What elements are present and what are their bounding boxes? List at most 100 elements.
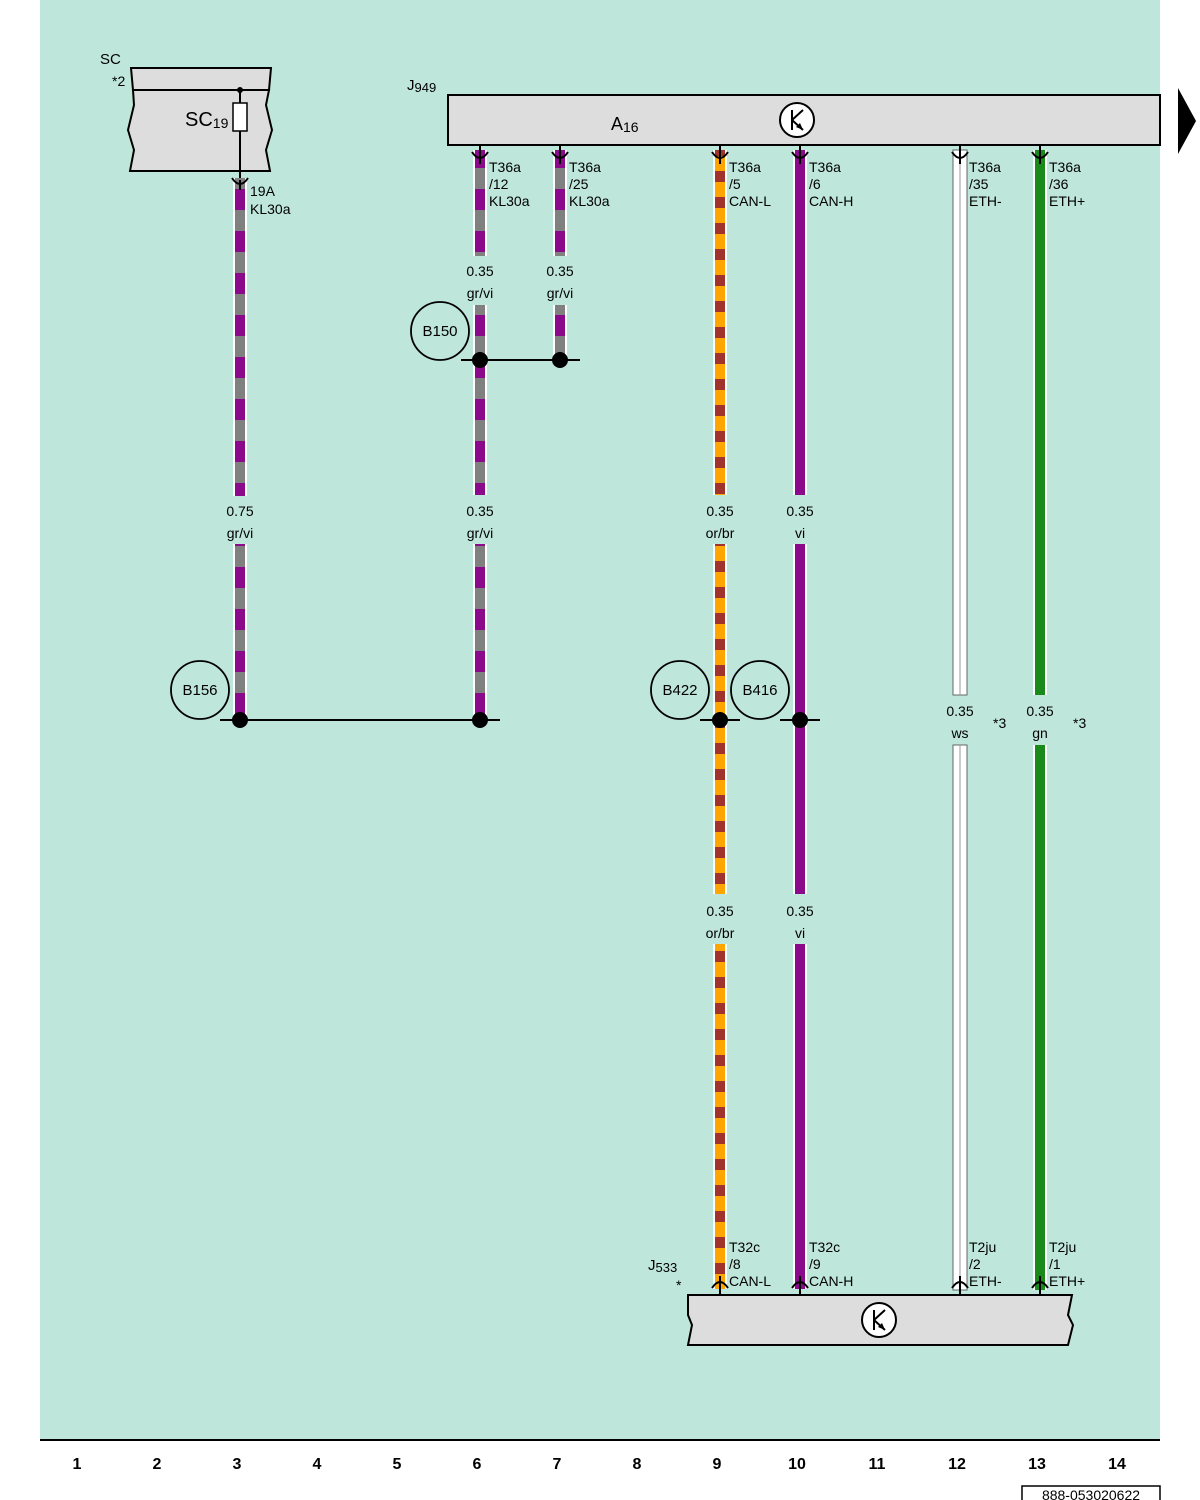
svg-text:3: 3 xyxy=(233,1456,242,1473)
svg-text:KL30a: KL30a xyxy=(569,193,610,209)
splice-b422: B422 xyxy=(650,660,710,720)
svg-text:14: 14 xyxy=(1108,1456,1126,1473)
wire-col6-grvi xyxy=(473,150,487,719)
svg-text:13: 13 xyxy=(1028,1456,1046,1473)
svg-text:CAN-L: CAN-L xyxy=(729,1273,771,1289)
diagram-background xyxy=(40,0,1160,1440)
svg-text:/35: /35 xyxy=(969,176,989,192)
svg-text:/6: /6 xyxy=(809,176,821,192)
svg-text:2: 2 xyxy=(153,1456,162,1473)
splice-b156: B156 xyxy=(170,660,230,720)
svg-text:10: 10 xyxy=(788,1456,806,1473)
top-pin-label-col13: T36a /36 ETH+ xyxy=(1049,159,1085,209)
svg-text:KL30a: KL30a xyxy=(489,193,530,209)
top-pin-label-col9: T36a /5 CAN-L xyxy=(729,159,771,209)
svg-text:7: 7 xyxy=(553,1456,562,1473)
svg-text:CAN-H: CAN-H xyxy=(809,1273,853,1289)
svg-text:T36a: T36a xyxy=(969,159,1001,175)
svg-text:KL30a: KL30a xyxy=(250,201,291,217)
svg-text:0.35: 0.35 xyxy=(706,903,733,919)
svg-text:ETH+: ETH+ xyxy=(1049,1273,1085,1289)
svg-text:B150: B150 xyxy=(422,323,457,340)
svg-text:4: 4 xyxy=(313,1456,322,1473)
svg-text:T32c: T32c xyxy=(809,1239,840,1255)
a16-label: A16 xyxy=(611,114,639,135)
svg-text:1: 1 xyxy=(73,1456,82,1473)
svg-text:ETH-: ETH- xyxy=(969,193,1002,209)
bottom-pin-label-col9: T32c /8 CAN-L xyxy=(729,1239,771,1289)
wire-label-col10-upper: 0.35 vi xyxy=(786,503,813,541)
svg-text:ETH-: ETH- xyxy=(969,1273,1002,1289)
wire-label-col13: 0.35 gn xyxy=(1026,703,1053,741)
wire-label-col9-lower: 0.35 or/br xyxy=(706,903,735,941)
wire-label-col7-top: 0.35 gr/vi xyxy=(546,263,573,301)
svg-text:gn: gn xyxy=(1032,725,1048,741)
svg-text:vi: vi xyxy=(795,925,805,941)
splice-dots xyxy=(232,352,808,728)
svg-text:T36a: T36a xyxy=(569,159,601,175)
wire-col7-grvi xyxy=(553,150,567,360)
svg-text:T36a: T36a xyxy=(729,159,761,175)
fuse-symbol xyxy=(232,87,248,178)
svg-text:6: 6 xyxy=(473,1456,482,1473)
svg-text:gr/vi: gr/vi xyxy=(227,525,253,541)
svg-text:/12: /12 xyxy=(489,176,509,192)
svg-text:CAN-L: CAN-L xyxy=(729,193,771,209)
note-eth-plus: *3 xyxy=(1073,715,1086,731)
top-pin-label-col12: T36a /35 ETH- xyxy=(969,159,1002,209)
svg-text:ws: ws xyxy=(950,725,968,741)
sc-note: *2 xyxy=(112,73,125,89)
svg-text:9: 9 xyxy=(713,1456,722,1473)
top-pin-label-col10: T36a /6 CAN-H xyxy=(809,159,853,209)
svg-text:/36: /36 xyxy=(1049,176,1069,192)
svg-text:/9: /9 xyxy=(809,1256,821,1272)
svg-text:/8: /8 xyxy=(729,1256,741,1272)
sc-group-label: SC xyxy=(100,51,121,68)
svg-text:12: 12 xyxy=(948,1456,966,1473)
svg-text:8: 8 xyxy=(633,1456,642,1473)
svg-text:gr/vi: gr/vi xyxy=(467,285,493,301)
bottom-pin-label-col12: T2ju /2 ETH- xyxy=(969,1239,1002,1289)
svg-text:0.35: 0.35 xyxy=(706,503,733,519)
svg-text:/1: /1 xyxy=(1049,1256,1061,1272)
bottom-pin-label-col13: T2ju /1 ETH+ xyxy=(1049,1239,1085,1289)
fuse-pin-label: 19A KL30a xyxy=(250,183,291,217)
svg-text:0.35: 0.35 xyxy=(786,903,813,919)
svg-text:/25: /25 xyxy=(569,176,589,192)
svg-text:ETH+: ETH+ xyxy=(1049,193,1085,209)
svg-text:B422: B422 xyxy=(662,682,697,699)
pin-connector-icons xyxy=(231,146,1049,1294)
note-eth-minus: *3 xyxy=(993,715,1006,731)
doc-number-box: 888-053020622 xyxy=(1021,1485,1161,1500)
svg-text:T32c: T32c xyxy=(729,1239,760,1255)
bottom-pin-label-col10: T32c /9 CAN-H xyxy=(809,1239,853,1289)
j949-label: J949 xyxy=(407,77,436,95)
svg-text:or/br: or/br xyxy=(706,525,735,541)
svg-text:or/br: or/br xyxy=(706,925,735,941)
wire-col3-grvi xyxy=(233,178,247,719)
svg-text:0.35: 0.35 xyxy=(946,703,973,719)
svg-text:19A: 19A xyxy=(250,183,276,199)
wire-label-col10-lower: 0.35 vi xyxy=(786,903,813,941)
svg-text:T36a: T36a xyxy=(1049,159,1081,175)
svg-text:888-053020622: 888-053020622 xyxy=(1042,1487,1140,1500)
top-pin-label-col7: T36a /25 KL30a xyxy=(569,159,610,209)
svg-text:5: 5 xyxy=(393,1456,402,1473)
svg-text:gr/vi: gr/vi xyxy=(467,525,493,541)
top-pin-label-col6: T36a /12 KL30a xyxy=(489,159,530,209)
bus-symbol-icon xyxy=(779,102,815,138)
svg-text:0.35: 0.35 xyxy=(1026,703,1053,719)
svg-text:T2ju: T2ju xyxy=(1049,1239,1076,1255)
wire-label-col6-mid: 0.35 gr/vi xyxy=(466,503,493,541)
svg-text:gr/vi: gr/vi xyxy=(547,285,573,301)
wire-label-col3: 0.75 gr/vi xyxy=(226,503,253,541)
j533-label: J533 xyxy=(648,1257,677,1275)
svg-text:0.35: 0.35 xyxy=(466,503,493,519)
wire-col12-ws xyxy=(952,149,968,1291)
svg-text:T36a: T36a xyxy=(489,159,521,175)
svg-text:vi: vi xyxy=(795,525,805,541)
svg-text:0.35: 0.35 xyxy=(546,263,573,279)
wire-col13-gn xyxy=(1033,150,1047,1290)
svg-text:CAN-H: CAN-H xyxy=(809,193,853,209)
